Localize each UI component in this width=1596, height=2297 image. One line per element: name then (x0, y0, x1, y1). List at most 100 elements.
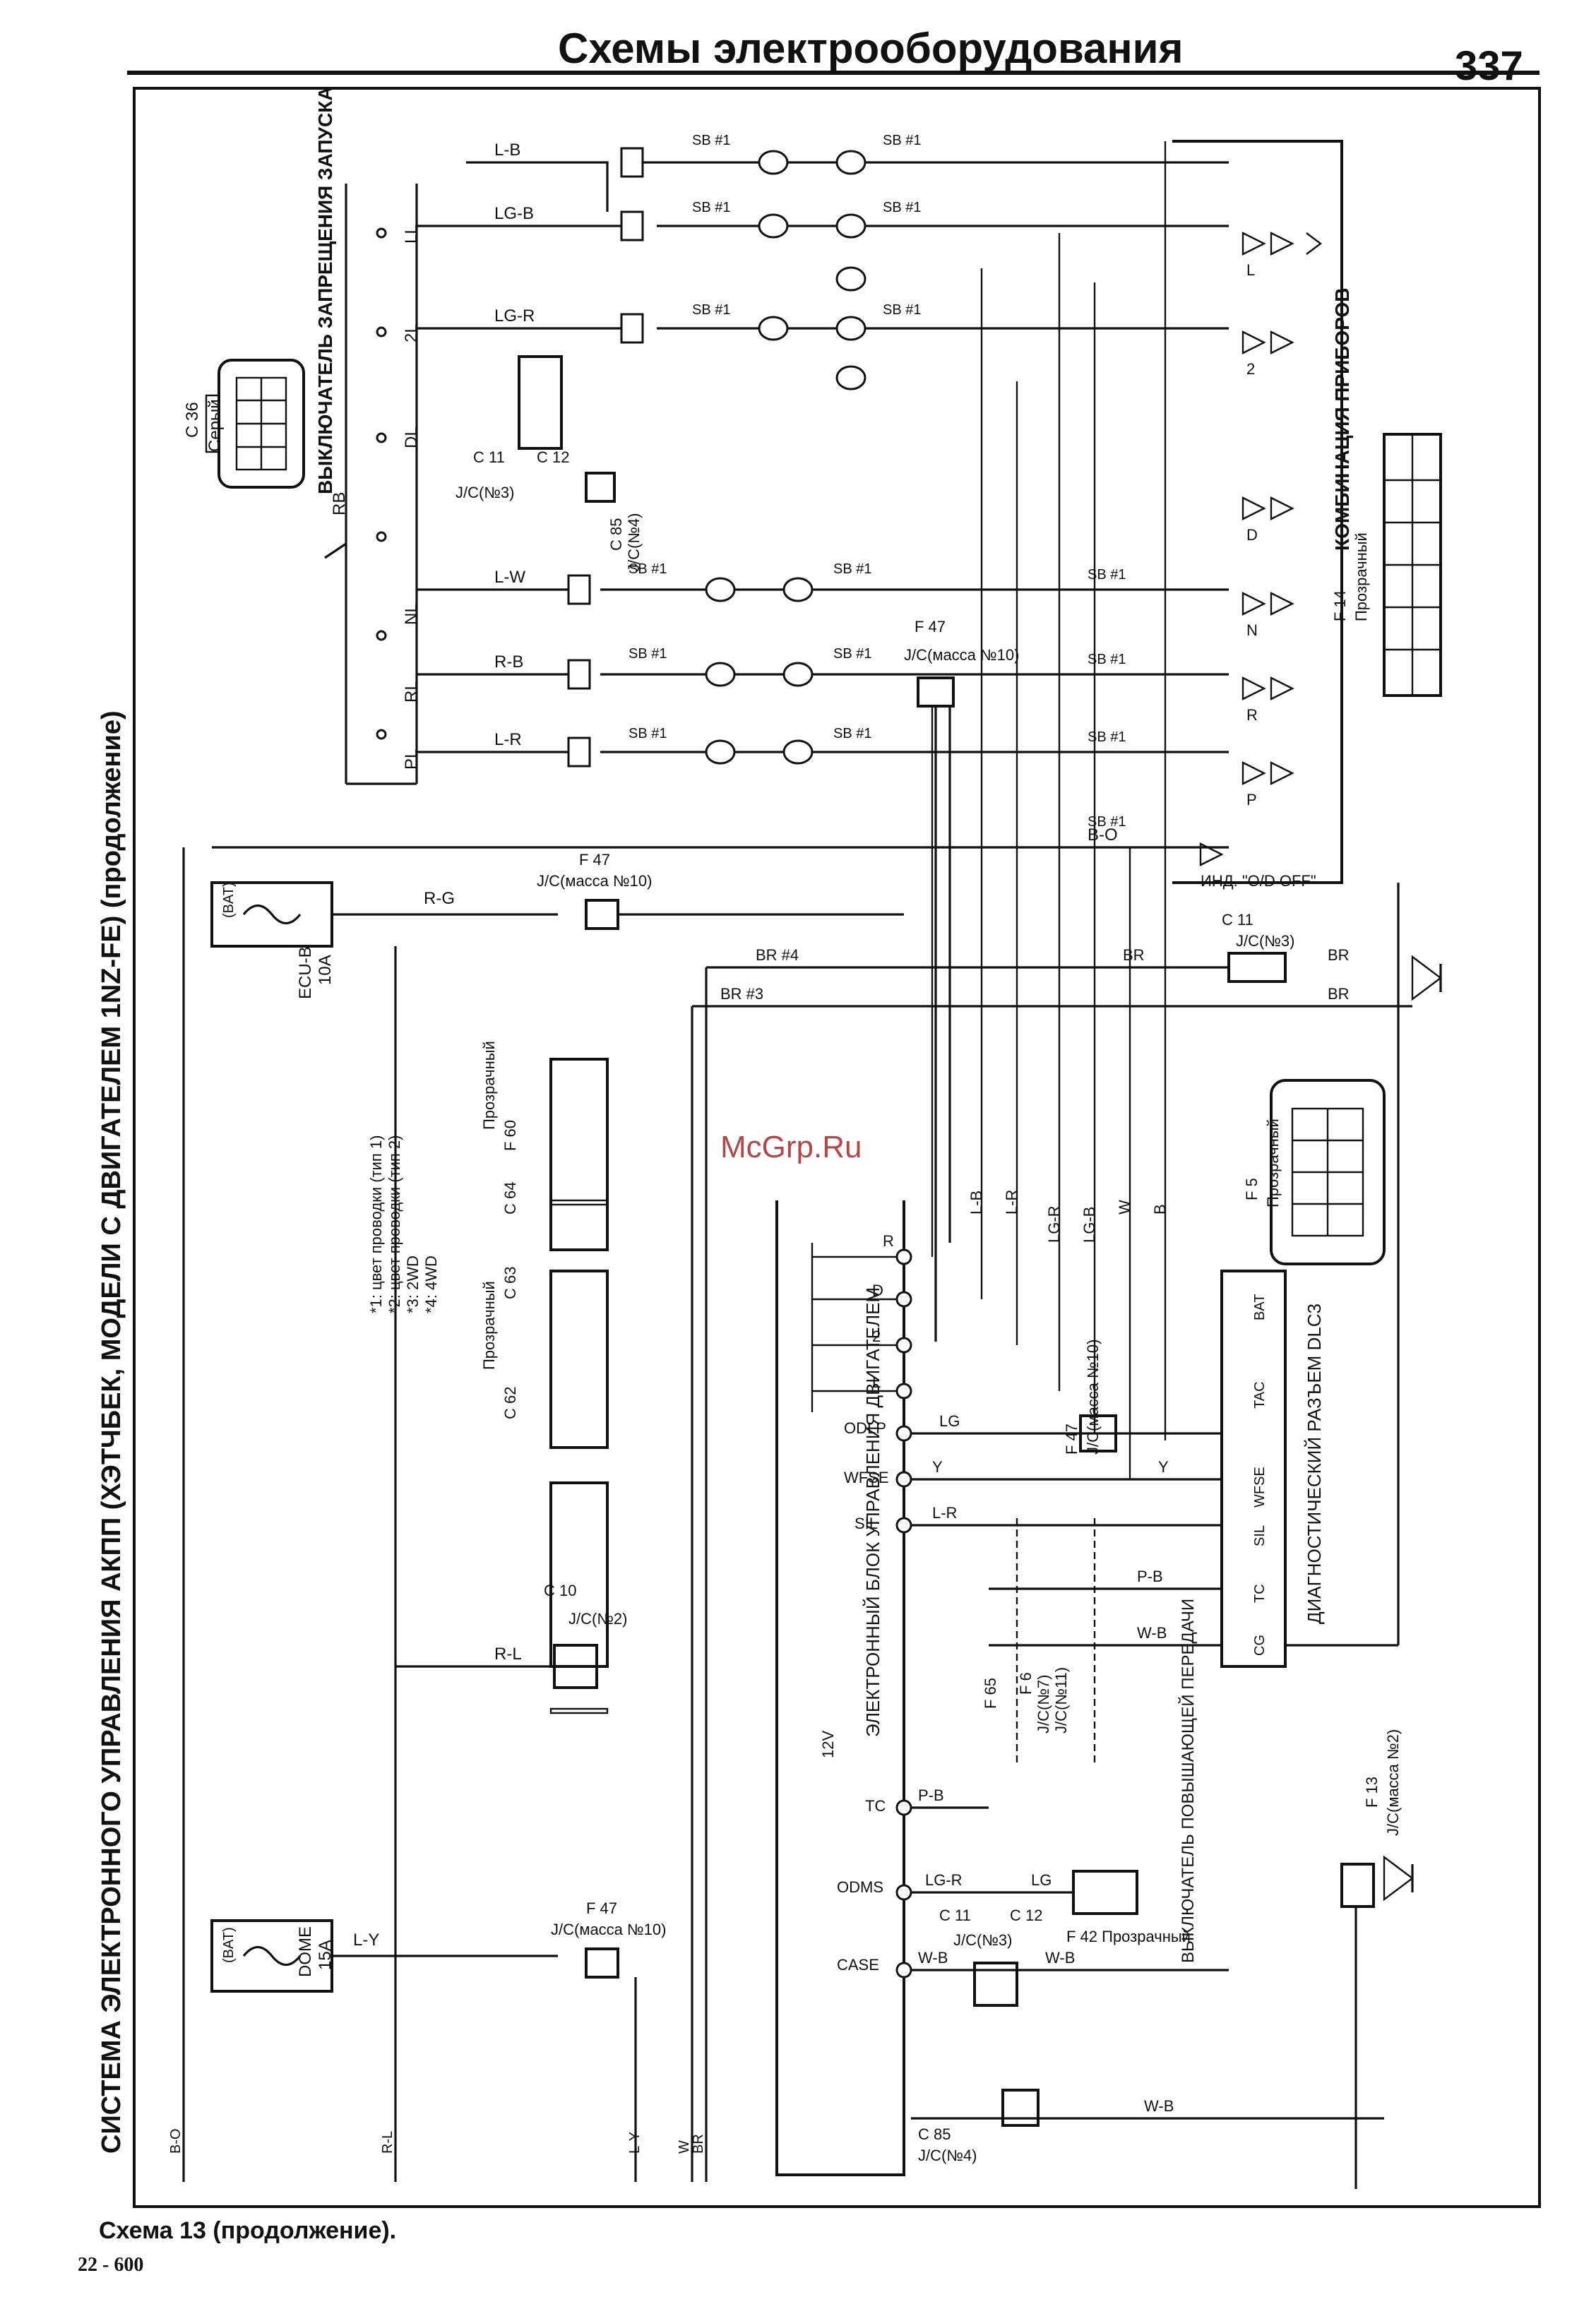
dlc3-connector-icon (1270, 1079, 1386, 1265)
note-3: *3: 2WD (404, 1255, 422, 1313)
engine-ecm: ЭЛЕКТРОННЫЙ БЛОК УПРАВЛЕНИЯ ДВИГАТЕЛЕМ R… (775, 1200, 912, 2176)
f13-label: F 13 (1363, 1777, 1381, 1808)
wire-y-wfse-r: Y (1158, 1458, 1169, 1476)
code-sb1-l: SB #1 (1088, 652, 1126, 667)
gear-label-d: D (1246, 526, 1258, 544)
ecm-pins (895, 1248, 912, 1979)
wire-lgr: LG-R (494, 306, 535, 326)
wire-lgr-v: LG-R (1045, 1205, 1063, 1243)
wire-lb-top: L-B (494, 141, 520, 160)
wire-rg: R-G (424, 889, 455, 908)
power-feeds: ECU-B 10A (BAT) R-G F 47 J/C(масса №10) … (182, 847, 904, 2182)
switch-terminal-nl: NL (402, 603, 421, 625)
inhibitor-switch: ВЫКЛЮЧАТЕЛЬ ЗАПРЕЩЕНИЯ ЗАПУСКА C 36 Серы… (183, 87, 421, 785)
gear-label-p: P (1246, 791, 1257, 809)
header-rule (127, 71, 1540, 75)
ecm-connectors-legend: C 62 C 63 C 64 F 60 Прозрачный Прозрачны… (367, 1041, 609, 1714)
jc2-label: J/C(№2) (568, 1610, 628, 1628)
meter-connector-icon (1383, 433, 1442, 697)
ecm-connector-c64: C 64 (501, 1182, 519, 1215)
code-sb1-n: SB #1 (833, 726, 871, 741)
dlc3-terminal-wfse: WFSE (1252, 1467, 1268, 1508)
c12-lower: C 12 (1010, 1907, 1042, 1924)
wire-lgr-odms: LG-R (925, 1871, 963, 1889)
wire-lb-v: L-B (967, 1191, 985, 1215)
page-number: 337 (1455, 43, 1523, 89)
code-sb1-a: SB #1 (692, 133, 730, 148)
ecm-terminal-r: R (883, 1232, 894, 1250)
ecm-terminal-l: L (872, 1373, 881, 1391)
ecm-connector-f60: F 60 (501, 1120, 519, 1151)
ecm-terminal-odms: ODMS (837, 1878, 883, 1896)
code-sb1-h: SB #1 (833, 561, 871, 577)
ecu-b-amp: 10A (316, 955, 335, 985)
ecu-b-fuse-label: ECU-B (296, 946, 315, 999)
wire-b-v: B (1151, 1204, 1169, 1215)
code-sb1-g: SB #1 (629, 561, 667, 577)
combination-meter-label: КОМБИНАЦИЯ ПРИБОРОВ (1331, 287, 1353, 551)
br-ground-runs: BR #4 BR #3 BR BR BR J/C(№3) C 11 (691, 911, 1442, 2182)
volt-label: 12V (819, 1731, 837, 1758)
code-sb1-m: SB #1 (629, 726, 667, 741)
dlc3-terminal-bat: BAT (1252, 1294, 1268, 1320)
jc-mass10-top: J/C(масса №10) (537, 872, 652, 890)
ecm-connector-c62: C 62 (501, 1387, 519, 1419)
od-switch-connector: F 42 Прозрачный (1066, 1928, 1191, 1945)
gear-circuits: L-B LG-B LG-R L-W R-B L-R B-O (212, 133, 1229, 1342)
code-sb1-i: SB #1 (1088, 567, 1126, 583)
ecm-terminal-d: D (872, 1282, 883, 1299)
wire-y-wfse: Y (932, 1458, 943, 1476)
code-br3: BR #3 (720, 985, 763, 1003)
f47-mid: F 47 (915, 618, 946, 636)
dlc3-terminal-cg: CG (1252, 1635, 1268, 1656)
wire-bo: B-O (1088, 825, 1118, 845)
wire-w-v: W (1116, 1200, 1133, 1215)
diagram-frame (133, 87, 1541, 2208)
dlc3-terminal-sil: SIL (1252, 1525, 1268, 1546)
code-sb1-d: SB #1 (883, 200, 921, 215)
dlc3: ДИАГНОСТИЧЕСКИЙ РАЗЪЕМ DLC3 F 5 Прозрачн… (1220, 883, 1400, 1668)
meter-connector-color: Прозрачный (1352, 532, 1370, 621)
ecm-transparent-a: Прозрачный (480, 1041, 498, 1130)
ecm-label: ЭЛЕКТРОННЫЙ БЛОК УПРАВЛЕНИЯ ДВИГАТЕЛЕМ (862, 1287, 883, 1737)
dlc3-color: Прозрачный (1264, 1118, 1282, 1207)
ecm-terminal-odlp: ODLP (844, 1419, 886, 1437)
inhibitor-connector-icon (205, 359, 305, 489)
wire-br-a: BR (1123, 946, 1145, 964)
meter-connector-code: F 14 (1331, 590, 1349, 621)
wire-lg-odms: LG (1031, 1871, 1052, 1889)
c10-label: C 10 (544, 1582, 576, 1599)
c85-top: C 85 (607, 518, 625, 551)
ecm-terminal-tc: TC (865, 1797, 886, 1815)
f65-label: F 65 (982, 1678, 999, 1709)
wire-wb-case-r: W-B (1045, 1949, 1075, 1967)
c85-lower: C 85 (918, 2125, 951, 2143)
jc-mass10-bottom: J/C(масса №10) (551, 1921, 666, 1938)
wire-wb-bottom: W-B (1144, 2097, 1174, 2115)
note-2: *2: цвет проводки (тип 2) (386, 1135, 403, 1313)
f47-lower: F 47 (1063, 1424, 1080, 1455)
jc3-lower: J/C(№3) (953, 1931, 1013, 1949)
combination-meter: КОМБИНАЦИЯ ПРИБОРОВ F 14 Прозрачный (1172, 140, 1442, 890)
bottom-wire-stubs: B-O R-L L-Y BR W (168, 1977, 706, 2182)
ecm-dlc3-wires: LG Y Y L-R P-B W-B P-B LG-R LG W-B W-B W… (911, 1340, 1414, 2189)
wire-ly: L-Y (353, 1931, 379, 1950)
wire-rl-bottom: R-L (380, 2131, 395, 2154)
gear-indicator-leds (1199, 232, 1322, 866)
wire-lr: L-R (494, 730, 522, 749)
ecm-terminal-wfse: WFSE (844, 1469, 889, 1486)
gear-label-l: L (1246, 261, 1255, 279)
jc-mass10-mid: J/C(масса №10) (904, 646, 1019, 664)
code-sb1-p: SB #1 (1088, 814, 1126, 830)
gear-connector-pins (567, 147, 867, 768)
code-sb1-e: SB #1 (692, 302, 730, 318)
inhibitor-connector-code: C 36 (183, 402, 202, 438)
wire-wb-case: W-B (918, 1949, 948, 1967)
gear-label-2: 2 (1246, 360, 1255, 378)
bat-label-bottom: (BAT) (221, 1927, 237, 1963)
dlc3-label: ДИАГНОСТИЧЕСКИЙ РАЗЪЕМ DLC3 (1304, 1303, 1325, 1624)
gear-label-r: R (1246, 706, 1258, 724)
switch-terminal-rl: RL (402, 681, 421, 703)
